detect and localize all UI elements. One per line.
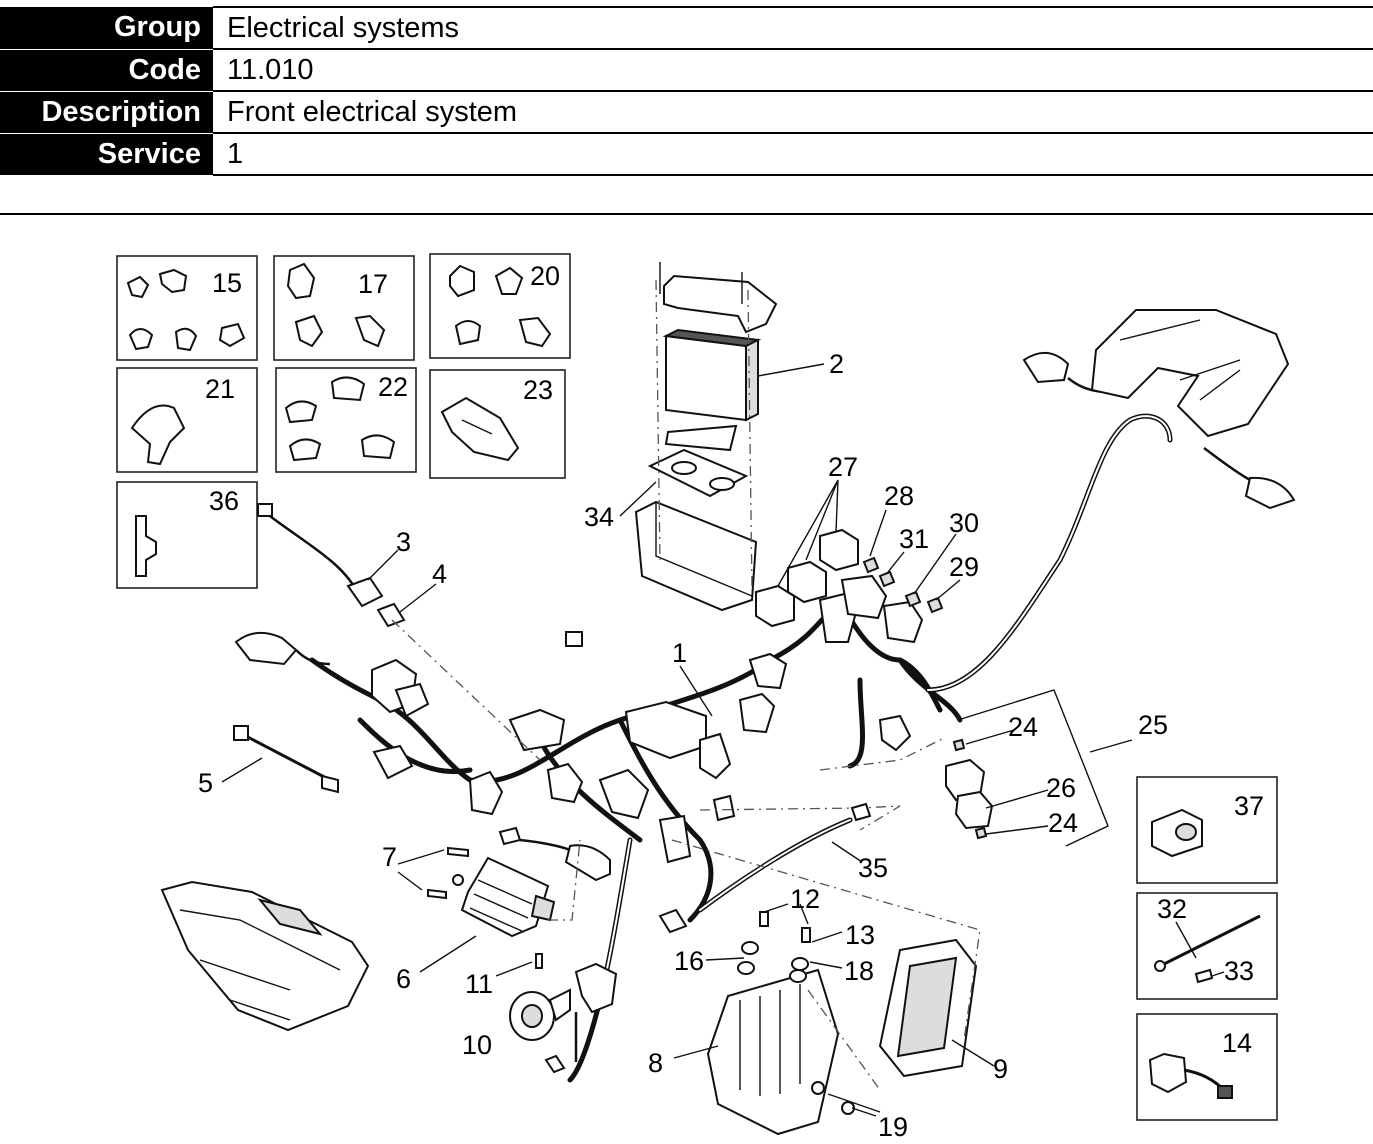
inset-box-23 [429, 369, 566, 479]
battery-tray [634, 500, 758, 612]
inset-box-32-33 [1136, 892, 1278, 1000]
callout-26: 26 [1046, 773, 1076, 803]
service-value: 1 [213, 133, 1373, 176]
callout-1: 1 [672, 638, 687, 668]
guide-line-4 [391, 619, 541, 761]
part-info-table: Group Electrical systems Code 11.010 Des… [0, 6, 1373, 176]
callout-19: 19 [878, 1112, 908, 1142]
description-value: Front electrical system [213, 91, 1373, 134]
info-row-group: Group Electrical systems [0, 6, 1373, 50]
horn-bracket [544, 962, 618, 1074]
ecu-bracket [706, 968, 840, 1136]
callout-17: 17 [358, 269, 388, 299]
front-left-turn-indicator [234, 631, 331, 666]
callout-25: 25 [1138, 710, 1168, 740]
code-value: 11.010 [213, 49, 1373, 92]
callout-31: 31 [899, 524, 929, 554]
callout-29: 29 [949, 552, 979, 582]
callout-24-lower: 24 [1048, 808, 1078, 838]
exploded-parts-diagram: 1 2 3 4 5 6 7 8 9 10 11 12 13 14 15 16 1… [116, 253, 1296, 1142]
callout-5: 5 [198, 768, 213, 798]
voltage-regulator [460, 856, 556, 938]
main-wiring-harness [309, 413, 1173, 1083]
callout-21: 21 [205, 374, 235, 404]
relays [755, 528, 859, 628]
inset-box-36 [116, 481, 258, 589]
callout-28: 28 [884, 481, 914, 511]
harness-35 [658, 802, 872, 934]
callout-15: 15 [212, 268, 242, 298]
callout-labels: 1 2 3 4 5 6 7 8 9 10 11 12 13 14 15 16 1… [198, 261, 1264, 1142]
inset-box-17 [273, 255, 415, 361]
code-key: Code [0, 49, 214, 92]
rear-right-turn-indicator [1203, 446, 1296, 510]
inset-box-14 [1136, 1013, 1278, 1121]
inset-box-21 [116, 367, 258, 473]
regulator-screws [427, 846, 469, 900]
callout-36: 36 [209, 486, 239, 516]
inset-box-15 [116, 255, 258, 361]
relay-group-25 [945, 738, 994, 840]
callout-18: 18 [844, 956, 874, 986]
sub-harness-3 [257, 503, 406, 628]
info-row-service: Service 1 [0, 133, 1373, 176]
callout-33: 33 [1224, 956, 1254, 986]
callout-24-upper: 24 [1008, 712, 1038, 742]
callout-35: 35 [858, 853, 888, 883]
header-divider [0, 213, 1373, 215]
ecu [878, 938, 978, 1078]
callout-32: 32 [1157, 894, 1187, 924]
sensor-5 [233, 725, 339, 794]
harness-35-guide [699, 737, 945, 831]
callout-30: 30 [949, 508, 979, 538]
tail-light-assembly [1090, 309, 1290, 438]
regulator-guide-line [548, 839, 581, 921]
battery-tray-plate [647, 448, 749, 498]
info-row-description: Description Front electrical system [0, 91, 1373, 134]
callout-9: 9 [993, 1054, 1008, 1084]
callout-13: 13 [845, 920, 875, 950]
callout-12: 12 [790, 884, 820, 914]
callout-22: 22 [378, 372, 408, 402]
callout-8: 8 [648, 1048, 663, 1078]
battery-pad [664, 424, 738, 452]
callout-16: 16 [674, 946, 704, 976]
callout-7: 7 [382, 842, 397, 872]
leader-lines [221, 363, 1225, 1117]
battery-guide-lines [655, 279, 753, 591]
callout-10: 10 [462, 1030, 492, 1060]
fuses [862, 556, 944, 614]
callout-4: 4 [432, 559, 447, 589]
headlight-assembly [160, 880, 370, 1032]
inset-box-22 [275, 367, 417, 473]
callout-2: 2 [829, 349, 844, 379]
callout-6: 6 [396, 964, 411, 994]
battery-cover [659, 262, 778, 334]
callout-27: 27 [828, 452, 858, 482]
group-value: Electrical systems [213, 6, 1373, 50]
group-key: Group [0, 7, 214, 50]
callout-11: 11 [465, 969, 493, 999]
callout-20: 20 [530, 261, 560, 291]
battery [662, 328, 762, 422]
callout-3: 3 [396, 527, 411, 557]
description-key: Description [0, 91, 214, 134]
callout-37: 37 [1234, 791, 1264, 821]
front-right-turn-indicator [519, 838, 611, 882]
service-key: Service [0, 133, 214, 176]
inset-box-37 [1136, 776, 1278, 884]
horn [509, 953, 571, 1041]
callout-23: 23 [523, 375, 553, 405]
callout-34: 34 [584, 502, 614, 532]
callout-14: 14 [1222, 1028, 1252, 1058]
bracket-line-25 [957, 689, 1109, 847]
info-row-code: Code 11.010 [0, 49, 1373, 92]
inset-box-20 [429, 253, 571, 359]
